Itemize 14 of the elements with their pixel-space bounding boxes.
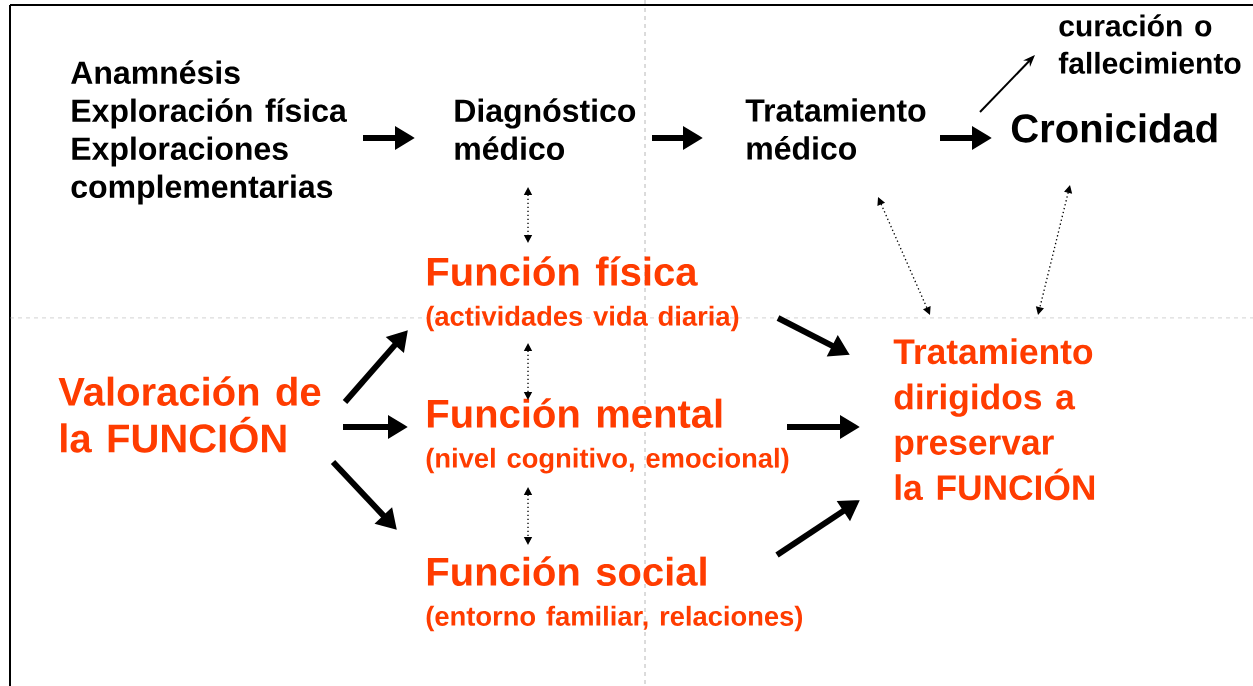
node-label: Función social (entorno familiar, relaciones) [426,556,803,632]
dotted-arrow [523,187,533,243]
node-label: Función física (actividades vida diaria) [426,256,739,332]
node-label: Diagnóstico médico [455,98,636,161]
node-label: Valoración de la FUNCIÓN [58,376,321,453]
node-label: Tratamiento dirigidos a preservar la FUNCIÓN [893,338,1095,501]
dotted-arrow [523,343,533,400]
node-label: curación o fallecimiento [1058,14,1241,74]
dotted-arrow [523,487,533,545]
node-label: Anamnésis Exploración física Exploraciones complementarias [71,60,347,205]
node-label: Tratamiento médico [745,98,926,160]
dotted-arrow [877,197,931,315]
node-label: Función mental (nivel cognitivo, emocional) [426,398,789,474]
node-label: Cronicidad [1011,113,1217,143]
